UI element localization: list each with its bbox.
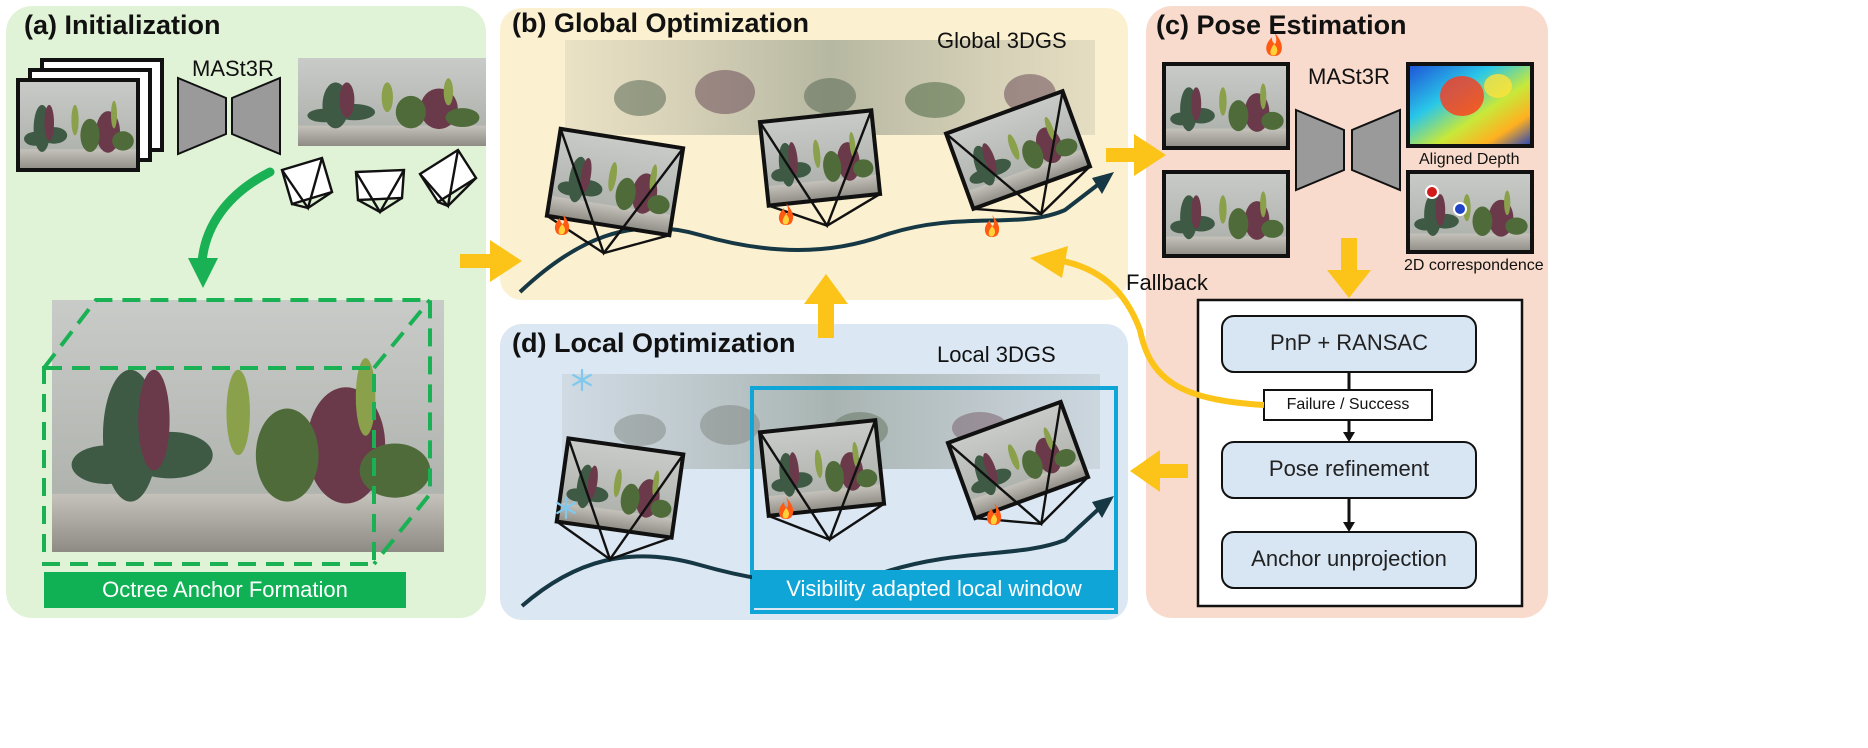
aligned-depth-label: Aligned Depth (1419, 151, 1520, 168)
local-3dgs-tag: Local 3DGS (937, 342, 1056, 367)
global-cloud-plants (614, 70, 1056, 118)
panel-c-model-label: MASt3R (1308, 64, 1390, 89)
fallback-label: Fallback (1126, 270, 1208, 295)
octree-anchor-banner: Octree Anchor Formation (44, 572, 406, 608)
decision-box (1263, 389, 1433, 421)
input-frame-stack (16, 58, 164, 172)
global-3dgs-tag: Global 3DGS (937, 28, 1067, 53)
panel-b-title: (b) Global Optimization (512, 8, 809, 38)
global-trajectory-arrowhead-icon (1092, 172, 1114, 194)
aligned-depth-map (1406, 62, 1534, 148)
correspondence-image (1406, 170, 1534, 254)
panel-a-title: (a) Initialization (24, 10, 221, 40)
global-camera-frustum (544, 88, 1093, 256)
query-frame-top (1162, 62, 1290, 150)
initial-camera-frustums (280, 148, 478, 215)
query-frame-bottom (1162, 170, 1290, 258)
panel-d-title: (d) Local Optimization (512, 328, 796, 358)
correspondence-label: 2D correspondence (1404, 257, 1544, 274)
octree-anchor-volume (42, 298, 444, 566)
step-pnp-ransac: PnP + RANSAC (1270, 330, 1428, 355)
step-anchor-unprojection: Anchor unprojection (1251, 546, 1447, 571)
panel-c-title: (c) Pose Estimation (1156, 10, 1407, 40)
arrow-models-to-steps-icon (1327, 238, 1371, 298)
local-window-banner: Visibility adapted local window (752, 570, 1116, 608)
arrow-d-to-b-icon (804, 274, 848, 338)
failure-success-label: Failure / Success (1286, 396, 1410, 413)
mast3r-pose-encoder-decoder-icon (1295, 108, 1401, 192)
arrow-b-to-c-icon (1106, 134, 1166, 176)
fallback-path (1057, 257, 1265, 408)
local-trajectory-arrowhead-icon (1092, 496, 1114, 518)
flow-arrows (460, 134, 1371, 492)
arrow-c-to-d-icon (1130, 450, 1188, 492)
mast3r-encoder-decoder-icon (177, 76, 281, 156)
step-pose-refinement: Pose refinement (1268, 456, 1430, 481)
init-curved-arrow-icon (188, 167, 275, 288)
arrow-a-to-b-icon (460, 240, 522, 282)
local-window-frame (750, 386, 1118, 614)
panel-a-model-label: MASt3R (192, 56, 274, 81)
fallback-arrowhead-icon (1030, 246, 1068, 278)
initial-pointmap (298, 58, 486, 146)
local-camera-frustum (554, 399, 1091, 562)
